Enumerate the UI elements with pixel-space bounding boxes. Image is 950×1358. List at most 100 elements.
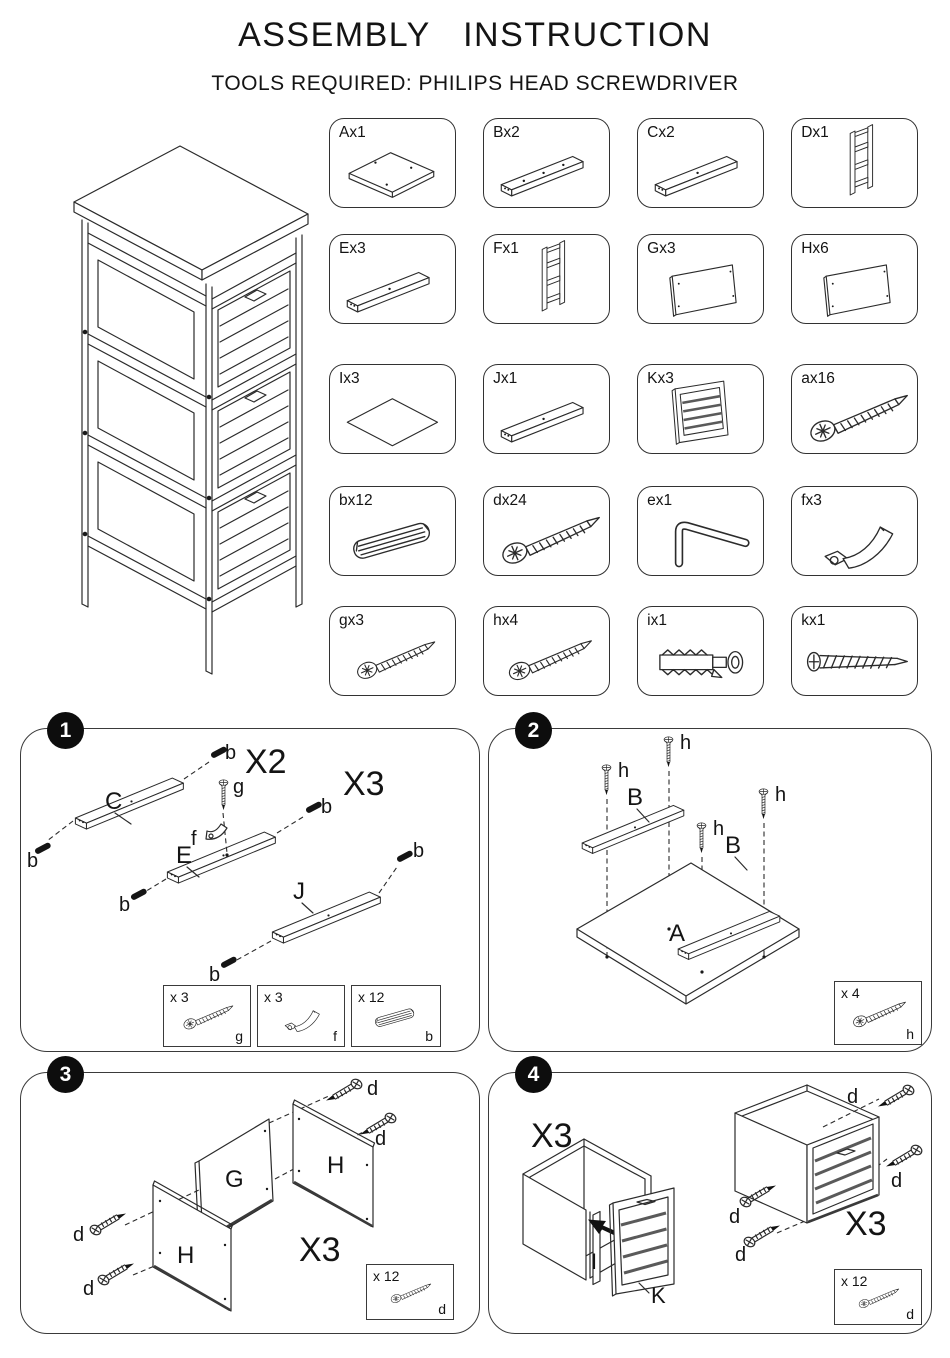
step1-multiplier-x3: X3 — [343, 765, 385, 803]
dowel-b-label: b — [209, 964, 220, 986]
parts-row-1: Ax1 Bx2 Cx2 Dx1 — [329, 118, 919, 208]
part-box-dx24: dx24 — [483, 486, 610, 576]
rail-icon — [490, 386, 603, 449]
step-1-number-badge: 1 — [47, 712, 84, 749]
part-label: Hx6 — [801, 240, 829, 257]
hardware-code: f — [333, 1028, 337, 1044]
screw-d-label: d — [847, 1086, 858, 1108]
screw-d-label: d — [891, 1170, 902, 1192]
hardware-qty: x 12 — [841, 1273, 868, 1289]
screw-h-label: h — [775, 784, 786, 806]
part-label: Ix3 — [339, 370, 360, 387]
part-box-kx3: Kx3 — [637, 364, 764, 454]
side-panel-icon — [798, 256, 911, 319]
step4-multiplier-left-x3: X3 — [531, 1117, 573, 1155]
step1-hardware-f: x 3 f — [257, 985, 345, 1047]
dowel-b-label: b — [225, 742, 236, 764]
rail-b-label: B — [725, 832, 741, 859]
dowel-b-label: b — [119, 894, 130, 916]
hardware-code: d — [438, 1301, 446, 1317]
step3-multiplier-x3: X3 — [299, 1231, 341, 1269]
part-box-ax1: Ax1 — [329, 118, 456, 208]
screw-icon — [845, 997, 909, 1031]
front-panel-k-label: K — [651, 1283, 666, 1308]
screw-icon — [490, 508, 603, 571]
part-box-gx3: Gx3 — [637, 234, 764, 324]
screw-icon — [798, 386, 911, 449]
part-label: ex1 — [647, 492, 673, 509]
rail-j-label: J — [293, 878, 305, 905]
step1-hardware-g: x 3 g — [163, 985, 251, 1047]
part-box-hx6: Hx6 — [791, 234, 919, 324]
screw-icon — [174, 1001, 238, 1033]
hardware-code: g — [235, 1028, 243, 1044]
wall-anchor-icon — [644, 628, 757, 691]
part-box-bx12: bx12 — [329, 486, 456, 576]
part-label: Kx3 — [647, 370, 674, 387]
screw-icon — [336, 628, 449, 691]
part-label: fx3 — [801, 492, 822, 509]
hardware-qty: x 12 — [373, 1268, 400, 1284]
part-box-ex1: ex1 — [637, 486, 764, 576]
bracket-icon — [798, 508, 911, 571]
step-1-diagram: C b X2 b E b X3 b g f J b b — [27, 742, 424, 986]
dowel-b-label: b — [321, 796, 332, 818]
hardware-qty: x 3 — [170, 989, 189, 1005]
step4-multiplier-right-x3: X3 — [845, 1205, 887, 1243]
rail-icon — [336, 256, 449, 319]
rail-icon — [644, 140, 757, 203]
bracket-icon — [268, 1001, 332, 1033]
screw-h-label: h — [713, 818, 724, 840]
step-3-number-badge: 3 — [47, 1056, 84, 1093]
parts-row-3: Ix3 Jx1 Kx3 ax16 — [329, 364, 919, 454]
cabinet-drawer-3 — [217, 472, 291, 590]
part-label: ix1 — [647, 612, 667, 629]
step2-hardware-h: x 4 h — [834, 981, 922, 1045]
hardware-qty: x 12 — [358, 989, 385, 1005]
screw-d-label: d — [83, 1278, 94, 1300]
part-box-jx1: Jx1 — [483, 364, 610, 454]
part-label: kx1 — [801, 612, 826, 629]
dowel-b-label: b — [27, 850, 38, 872]
cabinet-drawer-1 — [217, 270, 291, 388]
panel-a-label: A — [669, 920, 685, 947]
part-box-cx2: Cx2 — [637, 118, 764, 208]
bottom-panel-i-label: I — [591, 1249, 597, 1274]
part-box-kx1: kx1 — [791, 606, 919, 696]
step-1-box: 1 C b X2 b E b X3 b g f J — [20, 712, 480, 1052]
drawer-open-assembly: I K X3 — [522, 1117, 675, 1308]
part-box-dx1: Dx1 — [791, 118, 919, 208]
part-box-fx3: fx3 — [791, 486, 919, 576]
part-label: Cx2 — [647, 124, 675, 141]
step-2-number-badge: 2 — [515, 712, 552, 749]
step-2-box: 2 A B B h h h h x 4 h — [488, 712, 932, 1052]
dowel-b-label: b — [413, 840, 424, 862]
part-label: Ax1 — [339, 124, 366, 141]
screw-icon — [490, 628, 603, 691]
screw-d-label: d — [729, 1206, 740, 1228]
assembled-cabinet-illustration — [73, 145, 309, 675]
dowel-icon — [336, 508, 449, 571]
screw-d-label: d — [375, 1128, 386, 1150]
page-title: ASSEMBLY INSTRUCTION — [238, 16, 712, 54]
hardware-code: h — [906, 1026, 914, 1042]
screw-h-label: h — [618, 760, 629, 782]
hardware-code: d — [906, 1306, 914, 1322]
cabinet-drawer-2 — [217, 371, 291, 489]
screw-g-label: g — [233, 776, 244, 798]
parts-row-5: gx3 hx4 ix1 kx1 — [329, 606, 919, 696]
dowel-icon — [362, 1001, 428, 1033]
ladder-frame-icon — [518, 239, 589, 319]
long-screw-icon — [798, 628, 911, 691]
part-box-gx3s: gx3 — [329, 606, 456, 696]
screw-d-label: d — [73, 1224, 84, 1246]
parts-row-4: bx12 dx24 ex1 fx3 — [329, 486, 919, 576]
rail-c-label: C — [105, 788, 122, 815]
flat-sheet-icon — [336, 386, 449, 449]
panel-h-label: H — [327, 1152, 344, 1179]
part-box-ix1: ix1 — [637, 606, 764, 696]
drawer-assembled: d d d d X3 — [729, 1082, 925, 1266]
step1-multiplier-x2: X2 — [245, 743, 287, 781]
flat-panel-icon — [336, 140, 449, 203]
part-label: Jx1 — [493, 370, 518, 387]
